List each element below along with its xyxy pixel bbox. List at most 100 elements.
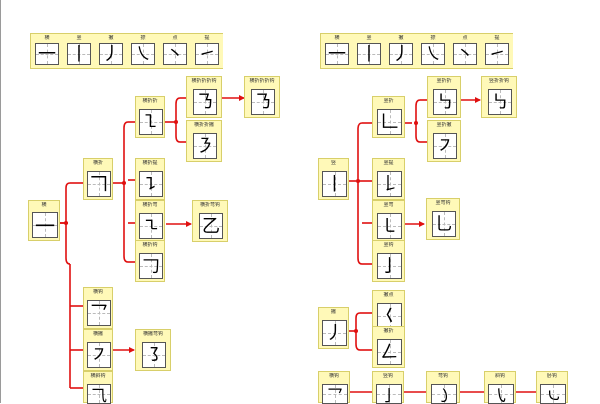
ti-stroke-icon: ㇀ — [198, 44, 216, 65]
stroke-glyph-box: ㇏ — [131, 43, 155, 65]
card-label: 竖 — [76, 35, 82, 41]
card-hengzhewangou: 横折弯钩 乙 — [192, 200, 228, 242]
pie-stroke-icon: 丿 — [325, 323, 344, 344]
heng-stroke-icon: 一 — [328, 44, 346, 65]
card-label: 弯钩 — [437, 373, 448, 379]
card-label: 竖 — [330, 160, 336, 166]
stroke-glyph-box: 一 — [35, 43, 59, 65]
stroke-glyph-box: 丨 — [357, 43, 381, 65]
stroke-glyph-box: ㇇ — [87, 342, 111, 368]
henggou-stroke-icon: 乛 — [326, 386, 343, 404]
hengzhewangou-stroke-icon: 乙 — [202, 216, 220, 237]
na-stroke-icon: ㇏ — [134, 44, 152, 65]
card-label: 横折提 — [142, 160, 158, 166]
left-basic-strokes-bar: 横 一 竖 丨 撇 丿 捺 ㇏ 点 丶 提 — [30, 33, 223, 69]
stroke-glyph-box: 丶 — [163, 43, 187, 65]
card-hengzhezhezhe: 横折折折钩 ㇡ — [186, 76, 222, 118]
card-label: 撇折 — [383, 328, 394, 334]
card-label: 撇 — [108, 35, 114, 41]
dian-stroke-icon: 丶 — [166, 44, 184, 65]
card-label: 竖折折钩 — [488, 78, 509, 84]
card-label: 横折弯 — [142, 202, 158, 208]
card-shuzhezhegou: 竖折折钩 ㇉ — [481, 76, 517, 118]
card-label: 横折 — [92, 160, 103, 166]
na-stroke-icon: ㇏ — [424, 44, 442, 65]
card-label: 点 — [172, 35, 178, 41]
hengpie-stroke-icon: ㇇ — [90, 345, 108, 366]
card-shugou: 竖钩 亅 — [372, 240, 405, 282]
hengzhezhezhegou-stroke-icon: ㇡ — [254, 92, 272, 113]
card-shu: 竖 丨 — [63, 34, 95, 68]
card-label: 点 — [462, 35, 468, 41]
card-label: 竖折折 — [436, 78, 452, 84]
stroke-glyph-box: ㇀ — [195, 43, 219, 65]
stroke-glyph-box: 丶 — [453, 43, 477, 65]
card-wangou: 弯钩 ㇁ — [426, 371, 460, 404]
card-label: 撇 — [398, 35, 404, 41]
card-label: 竖弯钩 — [435, 200, 451, 206]
card-hengzhewan: 横折弯 ㇍ — [135, 200, 165, 242]
shu-stroke-icon: 丨 — [325, 174, 344, 195]
shuzhezhegou-stroke-icon: ㇉ — [491, 92, 509, 113]
card-shuzhe: 竖折 𠃊 — [372, 96, 405, 138]
stroke-glyph-box: 乚 — [432, 211, 456, 237]
connector-dots — [64, 120, 418, 333]
hengzhezhe-stroke-icon: ㇅ — [142, 112, 160, 133]
card-label: 横折折折钩 — [249, 78, 275, 84]
shu-stroke-icon: 丨 — [70, 44, 88, 65]
card-label: 横 — [44, 35, 50, 41]
card-shu: 竖 丨 — [353, 34, 385, 68]
piezhe-stroke-icon: 𠃋 — [380, 342, 399, 363]
stroke-glyph-box: 一 — [32, 212, 58, 238]
hengzhezhepie-stroke-icon: ㇋ — [196, 136, 214, 157]
card-label: 竖提 — [383, 160, 394, 166]
card-label: 撇点 — [383, 292, 394, 298]
shuti-stroke-icon: 𠄌 — [380, 174, 399, 195]
hengzheti-stroke-icon: ㇊ — [142, 174, 160, 195]
card-henggou: 横钩 乛 — [83, 287, 113, 329]
card-label: 横钩 — [328, 373, 339, 379]
shuwan-stroke-icon: ㇄ — [380, 216, 399, 237]
wangou-stroke-icon: ㇁ — [435, 386, 452, 404]
hengzhegou-stroke-icon: 𠃌 — [142, 256, 160, 277]
card-dian: 点 丶 — [449, 34, 481, 68]
card-label: 竖 — [366, 35, 372, 41]
right-tree-arrows — [405, 97, 481, 227]
stroke-glyph-box: 丨 — [322, 171, 347, 197]
stroke-glyph-box: 𠃋 — [377, 339, 402, 365]
card-label: 横 — [41, 202, 47, 208]
card-label: 横折弯钩 — [199, 202, 220, 208]
heng-stroke-icon: 一 — [35, 214, 55, 238]
card-label: 斜钩 — [494, 373, 505, 379]
stroke-glyph-box: ㇃ — [540, 384, 566, 404]
card-hengzheti: 横折提 ㇊ — [135, 158, 165, 200]
card-dian: 点 丶 — [159, 34, 191, 68]
stroke-glyph-box: 丿 — [389, 43, 413, 65]
dian-stroke-icon: 丶 — [456, 44, 474, 65]
card-henggou-bottom: 横钩 乛 — [318, 371, 350, 404]
stroke-glyph-box: ㇌ — [142, 342, 166, 368]
stroke-glyph-box: ㇊ — [139, 171, 163, 197]
stroke-glyph-box: ㇉ — [488, 89, 512, 115]
hengzhewan-stroke-icon: ㇍ — [142, 216, 160, 237]
pie-stroke-icon: 丿 — [102, 44, 120, 65]
card-label: 捺 — [140, 35, 146, 41]
stroke-glyph-box: 丨 — [67, 43, 91, 65]
card-pie: 撇 丿 — [385, 34, 417, 68]
shuzhe-stroke-icon: 𠃊 — [380, 112, 399, 133]
card-shugou-bottom: 竖钩 亅 — [372, 371, 404, 404]
stroke-glyph-box: 亅 — [377, 253, 402, 279]
stroke-glyph-box: ㇂ — [488, 384, 514, 404]
card-shuwan: 竖弯 ㇄ — [372, 200, 405, 242]
card-label: 竖钩 — [382, 373, 393, 379]
card-hengzhegou: 横折钩 𠃌 — [135, 240, 165, 282]
hengpiewangou-stroke-icon: ㇌ — [145, 345, 163, 366]
card-heng: 横 一 — [321, 34, 353, 68]
card-label: 横折折 — [142, 98, 158, 104]
left-tree-arrows — [113, 95, 245, 353]
card-label: 横 — [334, 35, 340, 41]
wogou-stroke-icon: ㇃ — [544, 386, 561, 404]
ti-stroke-icon: ㇀ — [488, 44, 506, 65]
card-label: 横折折折钩 — [191, 78, 217, 84]
stroke-glyph-box: 丿 — [99, 43, 123, 65]
